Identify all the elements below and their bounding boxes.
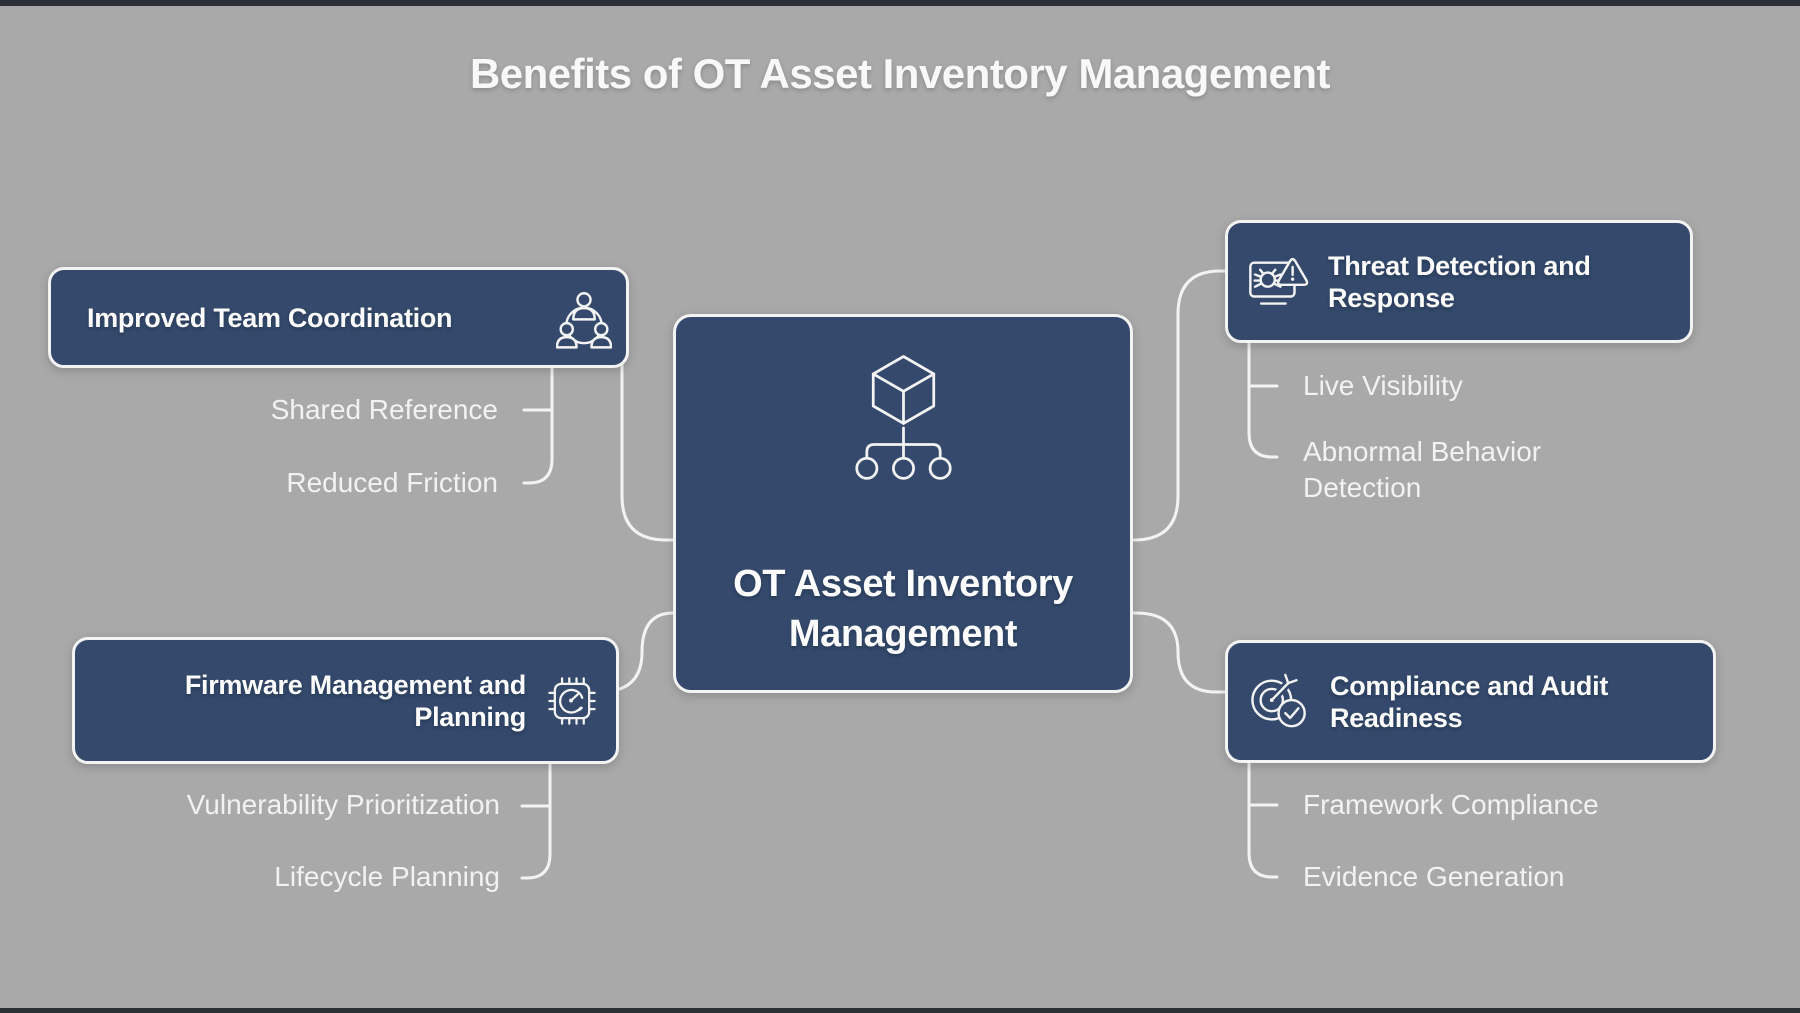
sub-item-abnormal-behavior-detection: Abnormal Behavior Detection — [1303, 436, 1542, 503]
connector-threat-to-center — [1125, 269, 1227, 542]
central-node: OT Asset Inventory Management — [673, 314, 1133, 693]
sub-item-evidence-generation: Evidence Generation — [1303, 861, 1565, 892]
target-check-icon — [1251, 673, 1306, 727]
branch-label-team: Improved Team Coordination — [87, 302, 453, 333]
connector-compliance-children — [1247, 755, 1279, 879]
chip-gauge-icon — [548, 676, 596, 725]
top-edge-bar — [0, 0, 1800, 6]
connector-firmware-children — [520, 756, 552, 880]
asset-hierarchy-icon — [854, 355, 952, 480]
connector-team-children — [522, 360, 554, 485]
central-node-label: OT Asset Inventory Management — [733, 563, 1073, 655]
branch-node-threat-detection: Threat Detection and Response — [1225, 220, 1693, 343]
sub-item-reduced-friction: Reduced Friction — [286, 467, 498, 498]
branch-node-improved-team-coordination: Improved Team Coordination — [48, 267, 629, 368]
branch-label-firmware: Firmware Management and Planning — [184, 669, 526, 732]
branch-label-threat: Threat Detection and Response — [1328, 250, 1591, 313]
monitor-bug-alert-icon — [1249, 257, 1309, 305]
team-network-icon — [556, 291, 612, 349]
branch-label-compliance: Compliance and Audit Readiness — [1330, 670, 1609, 733]
connector-threat-children — [1247, 335, 1279, 459]
connector-compliance-to-center — [1125, 611, 1227, 694]
branch-node-compliance-audit: Compliance and Audit Readiness — [1225, 640, 1716, 763]
sub-item-vulnerability-prioritization: Vulnerability Prioritization — [186, 789, 500, 820]
diagram-title: Benefits of OT Asset Inventory Managemen… — [469, 50, 1331, 97]
sub-item-shared-reference: Shared Reference — [270, 394, 498, 425]
bottom-edge-bar — [0, 1008, 1800, 1013]
sub-item-live-visibility: Live Visibility — [1303, 370, 1463, 401]
sub-item-lifecycle-planning: Lifecycle Planning — [274, 861, 500, 892]
sub-item-framework-compliance: Framework Compliance — [1303, 789, 1599, 820]
branch-node-firmware-management: Firmware Management and Planning — [72, 637, 619, 764]
